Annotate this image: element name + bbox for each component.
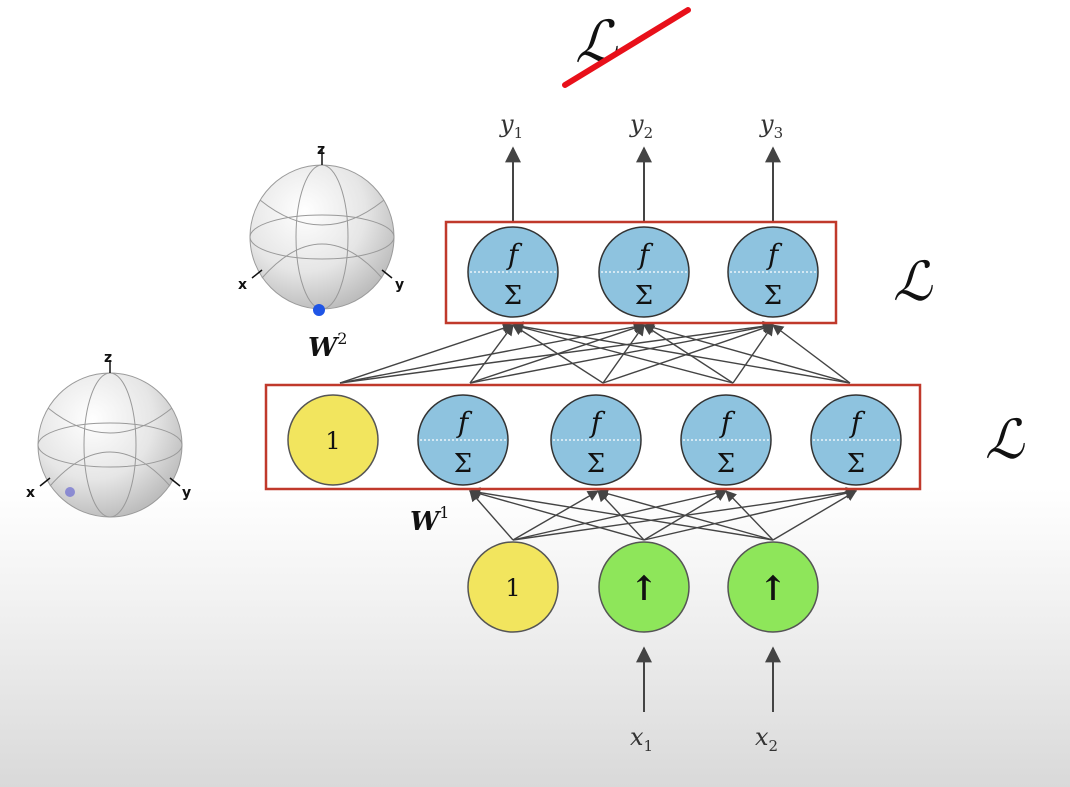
weight-point — [65, 487, 75, 497]
input-node-1: ↑ — [598, 541, 690, 633]
input-arrows — [636, 646, 781, 712]
input-label-x2: x2 — [755, 723, 778, 755]
x-axis-label: x — [26, 485, 35, 501]
up-arrow-icon: ↑ — [630, 569, 659, 609]
hidden-neuron-2: f Σ — [550, 394, 642, 486]
input-bias-node: 1 — [467, 541, 559, 633]
sum-symbol: Σ — [764, 281, 782, 311]
hidden-neuron-1: f Σ — [417, 394, 509, 486]
hidden-output-edge — [339, 322, 515, 384]
hidden-neuron-3: f Σ — [680, 394, 772, 486]
output-neuron-1: f Σ — [467, 226, 559, 318]
output-layer-loss-label: ℒ — [893, 250, 933, 313]
z-axis-label: z — [104, 350, 112, 366]
output-neuron-2: f Σ — [598, 226, 690, 318]
weight-sphere-upper: z x y — [238, 142, 404, 316]
bias-value: 1 — [505, 574, 520, 602]
weight-label-w1: W1 — [410, 503, 449, 537]
sum-symbol: Σ — [847, 449, 865, 479]
sum-symbol: Σ — [454, 449, 472, 479]
output-label-y1: y1 — [499, 110, 523, 142]
output-neuron-3: f Σ — [727, 226, 819, 318]
sum-symbol: Σ — [504, 281, 522, 311]
hidden-output-edge — [511, 321, 851, 384]
input-hidden-edge — [468, 487, 774, 541]
hidden-output-edge — [643, 324, 734, 384]
sum-symbol: Σ — [635, 281, 653, 311]
output-label-y2: y2 — [629, 110, 653, 142]
hidden-to-output-connections — [339, 320, 851, 384]
x-axis-label: x — [238, 277, 247, 293]
input-hidden-edge — [596, 488, 774, 541]
input-label-x1: x1 — [630, 723, 653, 755]
bias-value: 1 — [325, 427, 340, 455]
output-arrows — [505, 146, 781, 222]
z-axis-label: z — [317, 142, 325, 158]
hidden-output-edge — [469, 324, 514, 384]
y-axis-label: y — [395, 277, 404, 293]
red-strike-line — [562, 7, 691, 88]
hidden-layer-box — [264, 383, 922, 491]
hidden-output-edge — [511, 322, 734, 384]
input-hidden-edge — [468, 488, 645, 541]
input-node-2: ↑ — [727, 541, 819, 633]
hidden-output-edge — [642, 322, 851, 384]
hidden-output-edge — [512, 324, 604, 384]
hidden-bias-node: 1 — [287, 394, 379, 486]
y-axis-label: y — [182, 485, 191, 501]
x-axis-line — [39, 477, 51, 487]
weight-point — [313, 304, 325, 316]
crossed-loss-symbol: ℒ — [562, 7, 691, 88]
weight-label-w2: W2 — [308, 329, 347, 363]
input-hidden-edge — [469, 490, 514, 541]
output-label-y3: y3 — [759, 110, 783, 142]
hidden-neuron-4: f Σ — [810, 394, 902, 486]
x-axis-line — [251, 269, 263, 279]
y-axis-line — [381, 269, 393, 279]
input-hidden-edge — [772, 490, 857, 541]
y-axis-line — [169, 477, 181, 487]
sum-symbol: Σ — [717, 449, 735, 479]
weight-sphere-lower: z x y — [26, 350, 191, 518]
up-arrow-icon: ↑ — [759, 569, 788, 609]
hidden-output-edge — [732, 324, 774, 384]
input-hidden-edge — [725, 490, 774, 541]
hidden-layer-loss-label: ℒ — [985, 408, 1025, 471]
output-labels: y1 y2 y3 — [499, 110, 783, 142]
output-layer-box — [444, 220, 838, 325]
hidden-output-edge — [772, 324, 851, 384]
sum-symbol: Σ — [587, 449, 605, 479]
input-to-hidden-connections — [468, 486, 858, 541]
